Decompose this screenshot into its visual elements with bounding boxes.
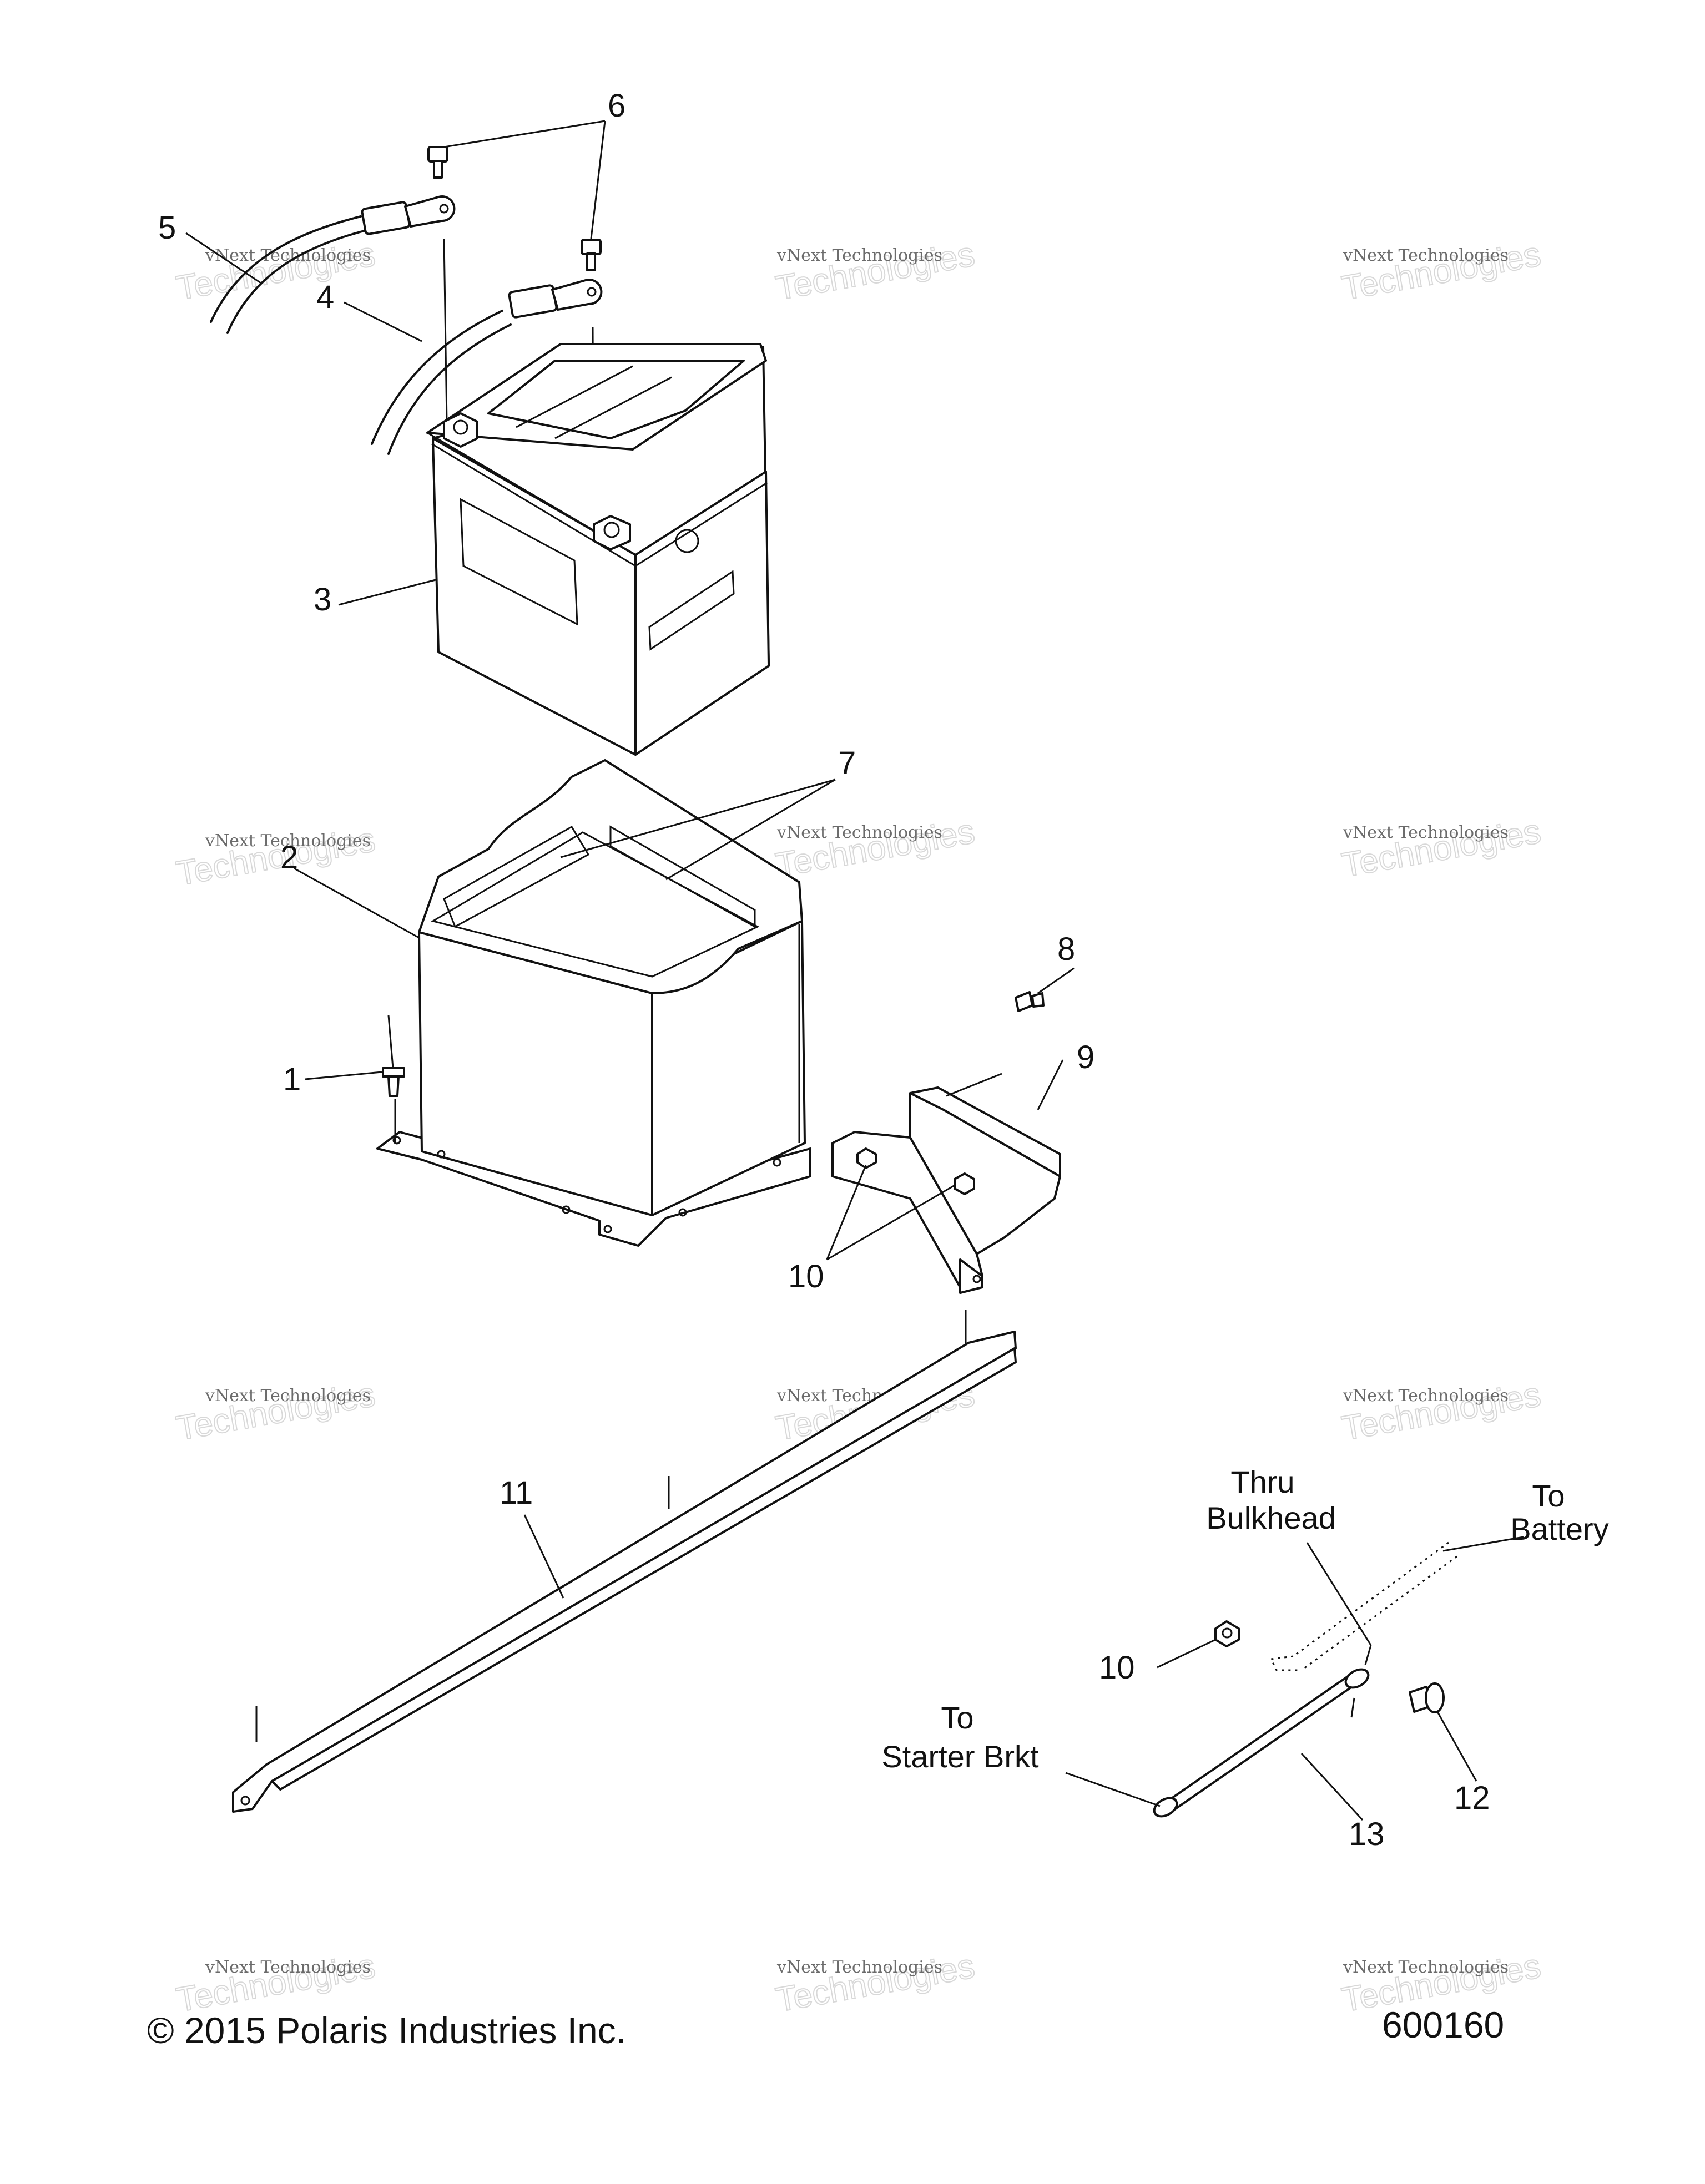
cable-4-lug [508, 279, 603, 318]
callout-7: 7 [838, 745, 856, 781]
watermark-layer: Technologies vNext Technologies Technolo… [173, 235, 1544, 2020]
callout-8: 8 [1057, 931, 1075, 967]
svg-text:vNext Technologies: vNext Technologies [1343, 1386, 1509, 1406]
note-to-battery-line1: To [1532, 1478, 1565, 1513]
note-thru-bulkhead-line2: Bulkhead [1206, 1500, 1336, 1535]
svg-text:vNext Technologies: vNext Technologies [776, 1958, 942, 1977]
screw-8 [1015, 991, 1045, 1012]
callouts: 6 5 4 3 7 2 1 8 9 10 11 10 12 13 [158, 88, 1490, 1852]
note-to-starter-line2: Starter Brkt [881, 1739, 1039, 1774]
callout-10: 10 [788, 1258, 824, 1295]
foam-pad-7b [609, 825, 756, 928]
watermark: Technologies vNext Technologies [1339, 812, 1544, 886]
watermark: Technologies vNext Technologies [173, 820, 379, 894]
battery [426, 343, 770, 756]
cable-4 [371, 310, 503, 445]
bolt-6-upper [427, 146, 448, 179]
note-to-starter-line1: To [941, 1700, 973, 1735]
watermark: Technologies vNext Technologies [173, 1375, 379, 1449]
callout-5: 5 [158, 210, 176, 246]
battery-cables [210, 146, 603, 544]
battery-terminal-negative [443, 412, 478, 448]
cable-5 [210, 215, 362, 323]
callout-4: 4 [316, 279, 334, 315]
nut-10a [856, 1147, 877, 1169]
callout-9: 9 [1077, 1039, 1094, 1075]
svg-text:vNext Technologies: vNext Technologies [205, 831, 371, 851]
svg-text:vNext Technologies: vNext Technologies [776, 823, 942, 842]
bolt-12 [1409, 1682, 1445, 1713]
callout-3: 3 [314, 582, 331, 618]
svg-text:vNext Technologies: vNext Technologies [1343, 1958, 1509, 1977]
watermark: Technologies vNext Technologies [773, 235, 978, 309]
bracket-9 [831, 1086, 1061, 1346]
note-to-battery-line2: Battery [1510, 1511, 1608, 1546]
svg-text:vNext Technologies: vNext Technologies [205, 1386, 371, 1406]
nut-10-standalone [1214, 1620, 1240, 1647]
notes: Thru Bulkhead To Battery To Starter Brkt [881, 1464, 1608, 1774]
ground-strap-13 [1153, 1541, 1457, 1818]
callout-11: 11 [500, 1475, 533, 1511]
callout-6: 6 [608, 88, 625, 124]
foam-pad-7a [443, 825, 590, 928]
leader-lines [185, 120, 1524, 1821]
callout-12: 12 [1454, 1780, 1490, 1816]
watermark: Technologies vNext Technologies [773, 1947, 978, 2020]
callout-10: 10 [1099, 1650, 1135, 1686]
svg-text:vNext Technologies: vNext Technologies [1343, 246, 1509, 265]
rail-11 [232, 1331, 1017, 1813]
copyright-text: © 2015 Polaris Industries Inc. [147, 2010, 626, 2051]
watermark: Technologies vNext Technologies [773, 812, 978, 886]
svg-text:vNext Technologies: vNext Technologies [1343, 823, 1509, 842]
diagram-number: 600160 [1382, 2004, 1504, 2045]
bolt-1 [382, 1015, 405, 1143]
footer: © 2015 Polaris Industries Inc. 600160 [147, 2004, 1504, 2051]
nut-10b [954, 1172, 975, 1195]
callout-1: 1 [283, 1061, 301, 1098]
callout-2: 2 [280, 840, 298, 876]
callout-13: 13 [1349, 1816, 1385, 1852]
battery-terminal-positive [593, 515, 631, 550]
watermark: Technologies vNext Technologies [1339, 1375, 1544, 1449]
cable-5-lug [361, 195, 456, 235]
battery-box [376, 759, 811, 1247]
svg-text:vNext Technologies: vNext Technologies [205, 1958, 371, 1977]
bolt-6-lower [581, 239, 602, 271]
note-thru-bulkhead-line1: Thru [1230, 1464, 1294, 1499]
watermark: Technologies vNext Technologies [173, 1947, 379, 2020]
watermark: Technologies vNext Technologies [1339, 235, 1544, 309]
svg-text:vNext Technologies: vNext Technologies [776, 246, 942, 265]
